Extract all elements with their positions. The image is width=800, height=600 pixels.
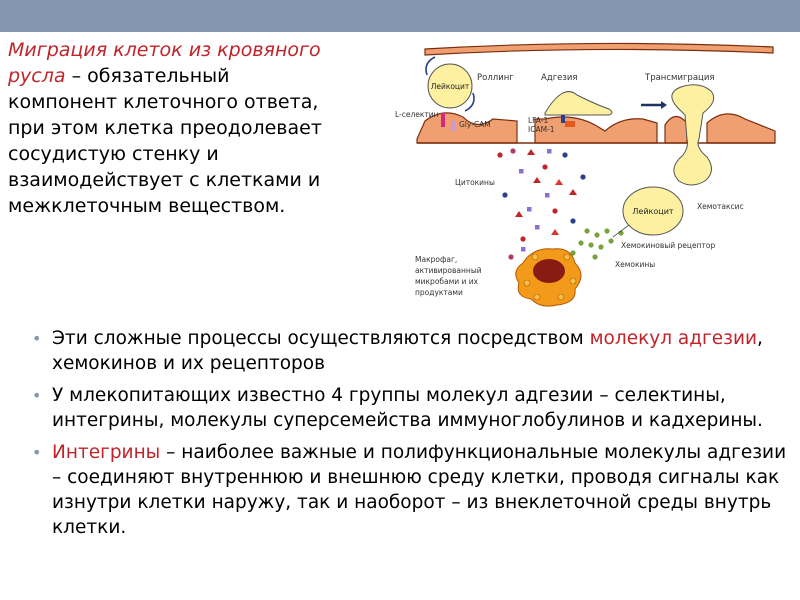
leukocyte-chemotaxis-label: Лейкоцит [632,207,674,216]
label-gly-cam: Gly-CAM [459,120,491,129]
bullet-text: У млекопитающих известно 4 группы молеку… [52,385,763,431]
label-lfa1: LFA-1 [528,116,548,125]
bullet-item: • У млекопитающих известно 4 группы молек… [32,383,792,433]
label-cytokines: Цитокины [455,178,495,187]
bullet-dot-icon: • [32,443,42,462]
label-l-selectin: L-селектин [395,110,439,119]
label-transmigration: Трансмиграция [644,73,714,83]
bullet-list: • Эти сложные процессы осуществляются пос… [32,326,792,547]
l-selectin-marker [441,113,445,127]
leukocyte-chemotaxis [622,186,684,236]
label-chemokines: Хемокины [615,260,655,269]
leukocyte-migration-diagram: Лейкоцит [395,42,776,307]
bullet-item: • Эти сложные процессы осуществляются пос… [32,326,792,376]
label-icam1: ICAM-1 [528,125,555,134]
bullet-item: • Интегрины – наиболее важные и полифункц… [32,440,792,540]
label-macrophage-4: продуктами [415,288,463,297]
bullet-dot-icon: • [32,386,42,405]
label-adhesion: Адгезия [541,73,578,83]
label-macrophage-1: Макрофаг, [415,255,457,264]
icam1-marker [565,121,575,127]
label-rolling: Роллинг [477,73,514,83]
leukocyte-adhesion [544,91,613,116]
label-macrophage-3: микробами и их [415,277,479,286]
lfa1-marker [561,115,565,123]
cytokine-particles [497,148,586,260]
macrophage-nucleus [533,259,565,283]
leukocyte-transmigration [671,84,715,186]
bullet-dot-icon: • [32,329,42,348]
endothelium-segment-3 [664,115,688,144]
title-highlight: Миграция клеток из кровяного русла [8,39,321,87]
endothelium-segment-4 [706,113,776,144]
rolling-arrow-left [425,56,436,76]
bullet-highlight: Интегрины [52,442,161,463]
label-macrophage-2: активированный [415,266,482,275]
title-rest: – обязательный компонент клеточного отве… [8,65,322,217]
label-chemokine-receptor: Хемокиновый рецептор [621,241,715,250]
bullet-text: Эти сложные процессы осуществляются поср… [52,328,590,349]
header-bar [0,0,800,32]
bullet-text: , хемокинов и их рецепторов [52,328,763,374]
vessel-wall-top [424,42,774,56]
label-chemotaxis: Хемотаксис [697,202,744,211]
leukocyte-rolling [427,63,473,109]
leukocyte-rolling-label: Лейкоцит [431,82,470,91]
bullet-text: – наиболее важные и полифункциональные м… [52,442,787,538]
chemokine-particles [570,228,624,260]
gly-cam-marker [451,121,455,131]
slide-title-text: Миграция клеток из кровяного русла – обя… [8,37,338,219]
bullet-highlight: молекул адгезии [589,328,758,349]
rolling-arrow-right [464,92,475,112]
